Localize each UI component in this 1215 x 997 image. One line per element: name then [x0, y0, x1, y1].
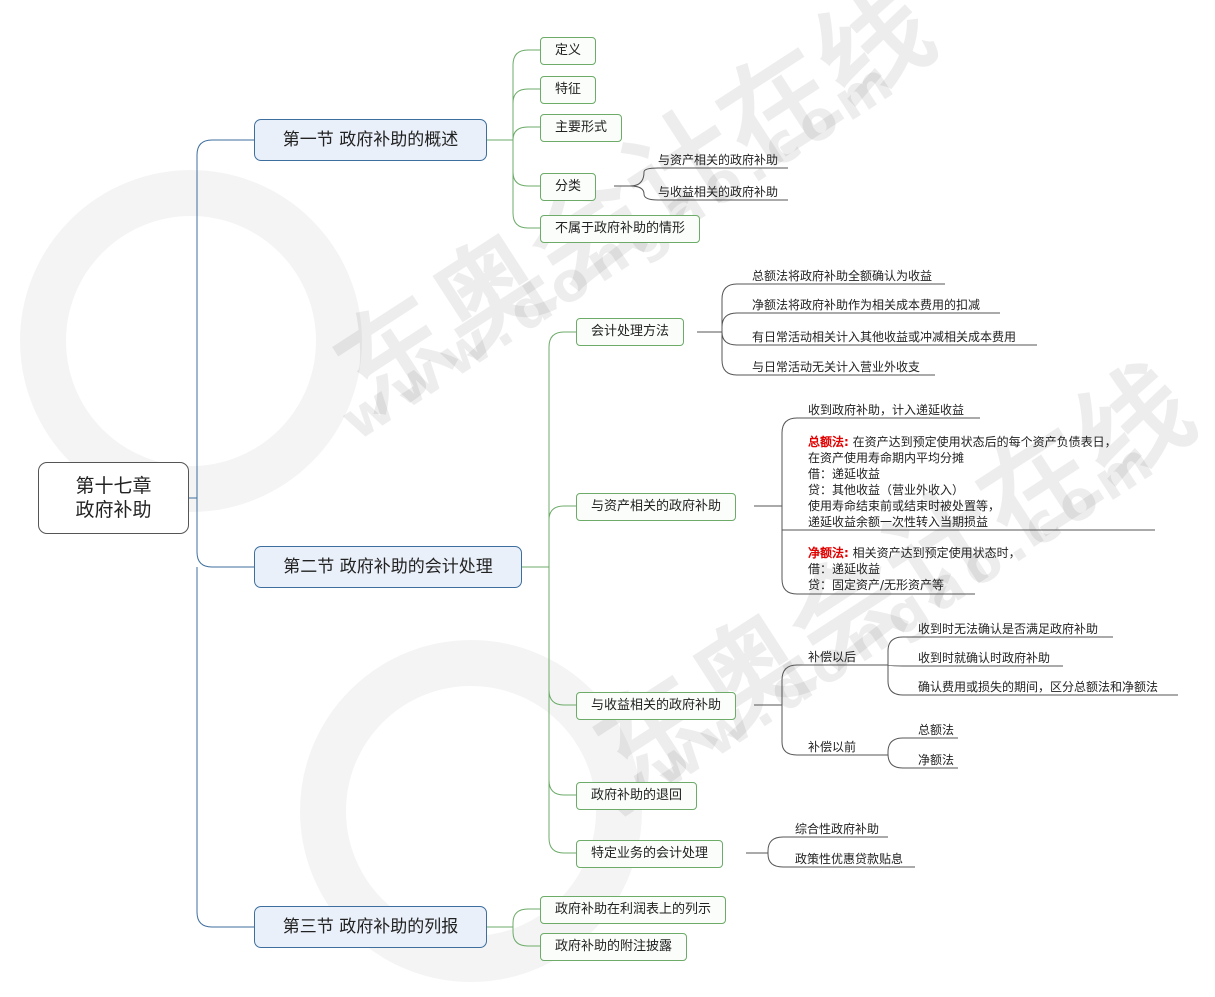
node-asset-related-grant[interactable]: 与资产相关的政府补助: [576, 493, 737, 521]
gross-method-line-4: 贷：其他收益（营业外收入）: [808, 483, 965, 497]
leaf-method-4[interactable]: 与日常活动无关计入营业外收支: [752, 360, 921, 374]
gross-method-line-3: 借：递延收益: [808, 467, 881, 481]
leaf-after-1[interactable]: 收到时无法确认是否满足政府补助: [918, 622, 1099, 636]
gross-method-line-5: 使用寿命结束前或结束时被处置等，: [808, 499, 1001, 513]
leaf-asset-related-grant[interactable]: 与资产相关的政府补助: [658, 153, 779, 167]
node-income-statement-listing[interactable]: 政府补助在利润表上的列示: [540, 896, 727, 924]
node-notes-disclosure[interactable]: 政府补助的附注披露: [540, 933, 688, 961]
leaf-method-2[interactable]: 净额法将政府补助作为相关成本费用的扣减: [752, 298, 981, 312]
leaf-compensate-after[interactable]: 补偿以后: [808, 650, 857, 664]
leaf-before-gross[interactable]: 总额法: [918, 723, 955, 737]
asset-gross-method-block[interactable]: 总额法: 在资产达到预定使用状态后的每个资产负债表日， 在资产使用寿命期内平均分…: [808, 434, 1117, 530]
gross-method-line-1: 在资产达到预定使用状态后的每个资产负债表日，: [848, 435, 1117, 449]
node-income-related-grant[interactable]: 与收益相关的政府补助: [576, 692, 737, 720]
node-features[interactable]: 特征: [540, 76, 597, 104]
asset-net-method-block[interactable]: 净额法: 相关资产达到预定使用状态时， 借：递延收益 贷：固定资产/无形资产等: [808, 545, 1021, 593]
leaf-asset-receive[interactable]: 收到政府补助，计入递延收益: [808, 403, 965, 417]
node-grant-return[interactable]: 政府补助的退回: [576, 782, 698, 810]
leaf-income-related-grant[interactable]: 与收益相关的政府补助: [658, 185, 779, 199]
leaf-compensate-before[interactable]: 补偿以前: [808, 740, 857, 754]
gross-method-line-2: 在资产使用寿命期内平均分摊: [808, 451, 965, 465]
node-specific-business[interactable]: 特定业务的会计处理: [576, 840, 724, 868]
net-method-line-2: 借：递延收益: [808, 562, 881, 576]
node-main-forms[interactable]: 主要形式: [540, 114, 623, 142]
leaf-method-3[interactable]: 有日常活动相关计入其他收益或冲减相关成本费用: [752, 330, 1017, 344]
root-topic-chapter17[interactable]: 第十七章 政府补助: [38, 462, 189, 534]
root-title: 第十七章: [75, 475, 152, 497]
section-1-overview[interactable]: 第一节 政府补助的概述: [254, 119, 487, 161]
net-method-label: 净额法:: [808, 546, 849, 560]
node-classification[interactable]: 分类: [540, 173, 597, 201]
leaf-policy-loan-interest[interactable]: 政策性优惠贷款贴息: [795, 852, 904, 866]
leaf-after-3[interactable]: 确认费用或损失的期间，区分总额法和净额法: [918, 680, 1159, 694]
leaf-before-net[interactable]: 净额法: [918, 753, 955, 767]
root-subtitle: 政府补助: [75, 499, 152, 521]
leaf-method-1[interactable]: 总额法将政府补助全额确认为收益: [752, 269, 933, 283]
leaf-comprehensive-grant[interactable]: 综合性政府补助: [795, 822, 880, 836]
section-3-presentation[interactable]: 第三节 政府补助的列报: [254, 906, 487, 948]
node-definition[interactable]: 定义: [540, 37, 597, 65]
node-accounting-methods[interactable]: 会计处理方法: [576, 318, 685, 346]
node-not-grant-cases[interactable]: 不属于政府补助的情形: [540, 215, 701, 243]
net-method-line-1: 相关资产达到预定使用状态时，: [848, 546, 1021, 560]
leaf-after-2[interactable]: 收到时就确认时政府补助: [918, 651, 1051, 665]
gross-method-line-6: 递延收益余额一次性转入当期损益: [808, 515, 989, 529]
net-method-line-3: 贷：固定资产/无形资产等: [808, 578, 945, 592]
section-2-accounting[interactable]: 第二节 政府补助的会计处理: [254, 546, 522, 588]
gross-method-label: 总额法:: [808, 435, 849, 449]
